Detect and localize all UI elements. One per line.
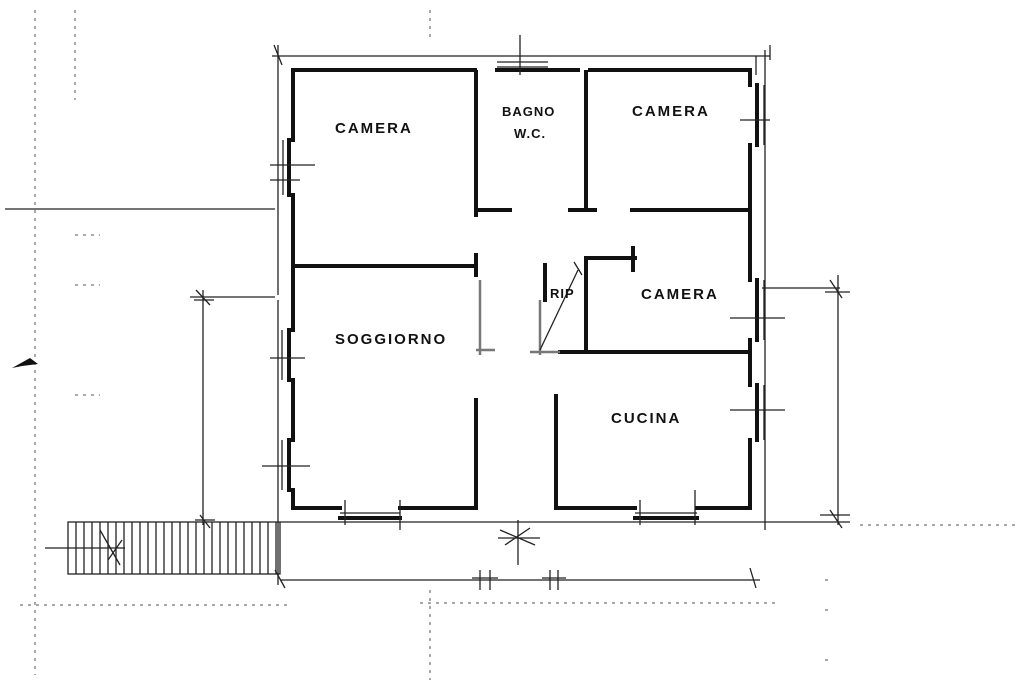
exterior-walls — [291, 68, 752, 510]
room-label-cucina: CUCINA — [611, 410, 681, 427]
partition-lines — [476, 261, 583, 355]
room-label-camera-ne: CAMERA — [632, 103, 710, 120]
window-left-2 — [270, 328, 305, 382]
room-label-camera-e: CAMERA — [641, 286, 719, 303]
exterior-stairs — [45, 521, 281, 575]
window-right-3 — [730, 383, 785, 442]
dimension-ticks — [194, 44, 850, 590]
outer-outline — [5, 45, 850, 585]
room-label-rip: RIP — [550, 286, 575, 301]
construction-lines — [20, 10, 1020, 680]
room-label-camera-nw: CAMERA — [335, 120, 413, 137]
window-top-bagno — [497, 35, 548, 75]
window-bottom-soggiorno — [338, 500, 402, 530]
entrance-door — [498, 520, 540, 565]
window-right-2 — [730, 278, 785, 342]
interior-walls — [291, 70, 752, 507]
north-arrow-icon — [12, 358, 38, 368]
room-label-soggiorno: SOGGIORNO — [335, 331, 447, 348]
window-left-3 — [262, 438, 310, 492]
window-bottom-cucina — [633, 490, 699, 525]
window-right-1 — [740, 83, 770, 147]
window-left-1 — [270, 138, 315, 197]
room-label-bagno: BAGNO — [502, 104, 555, 119]
room-label-wc: W.C. — [514, 126, 546, 141]
